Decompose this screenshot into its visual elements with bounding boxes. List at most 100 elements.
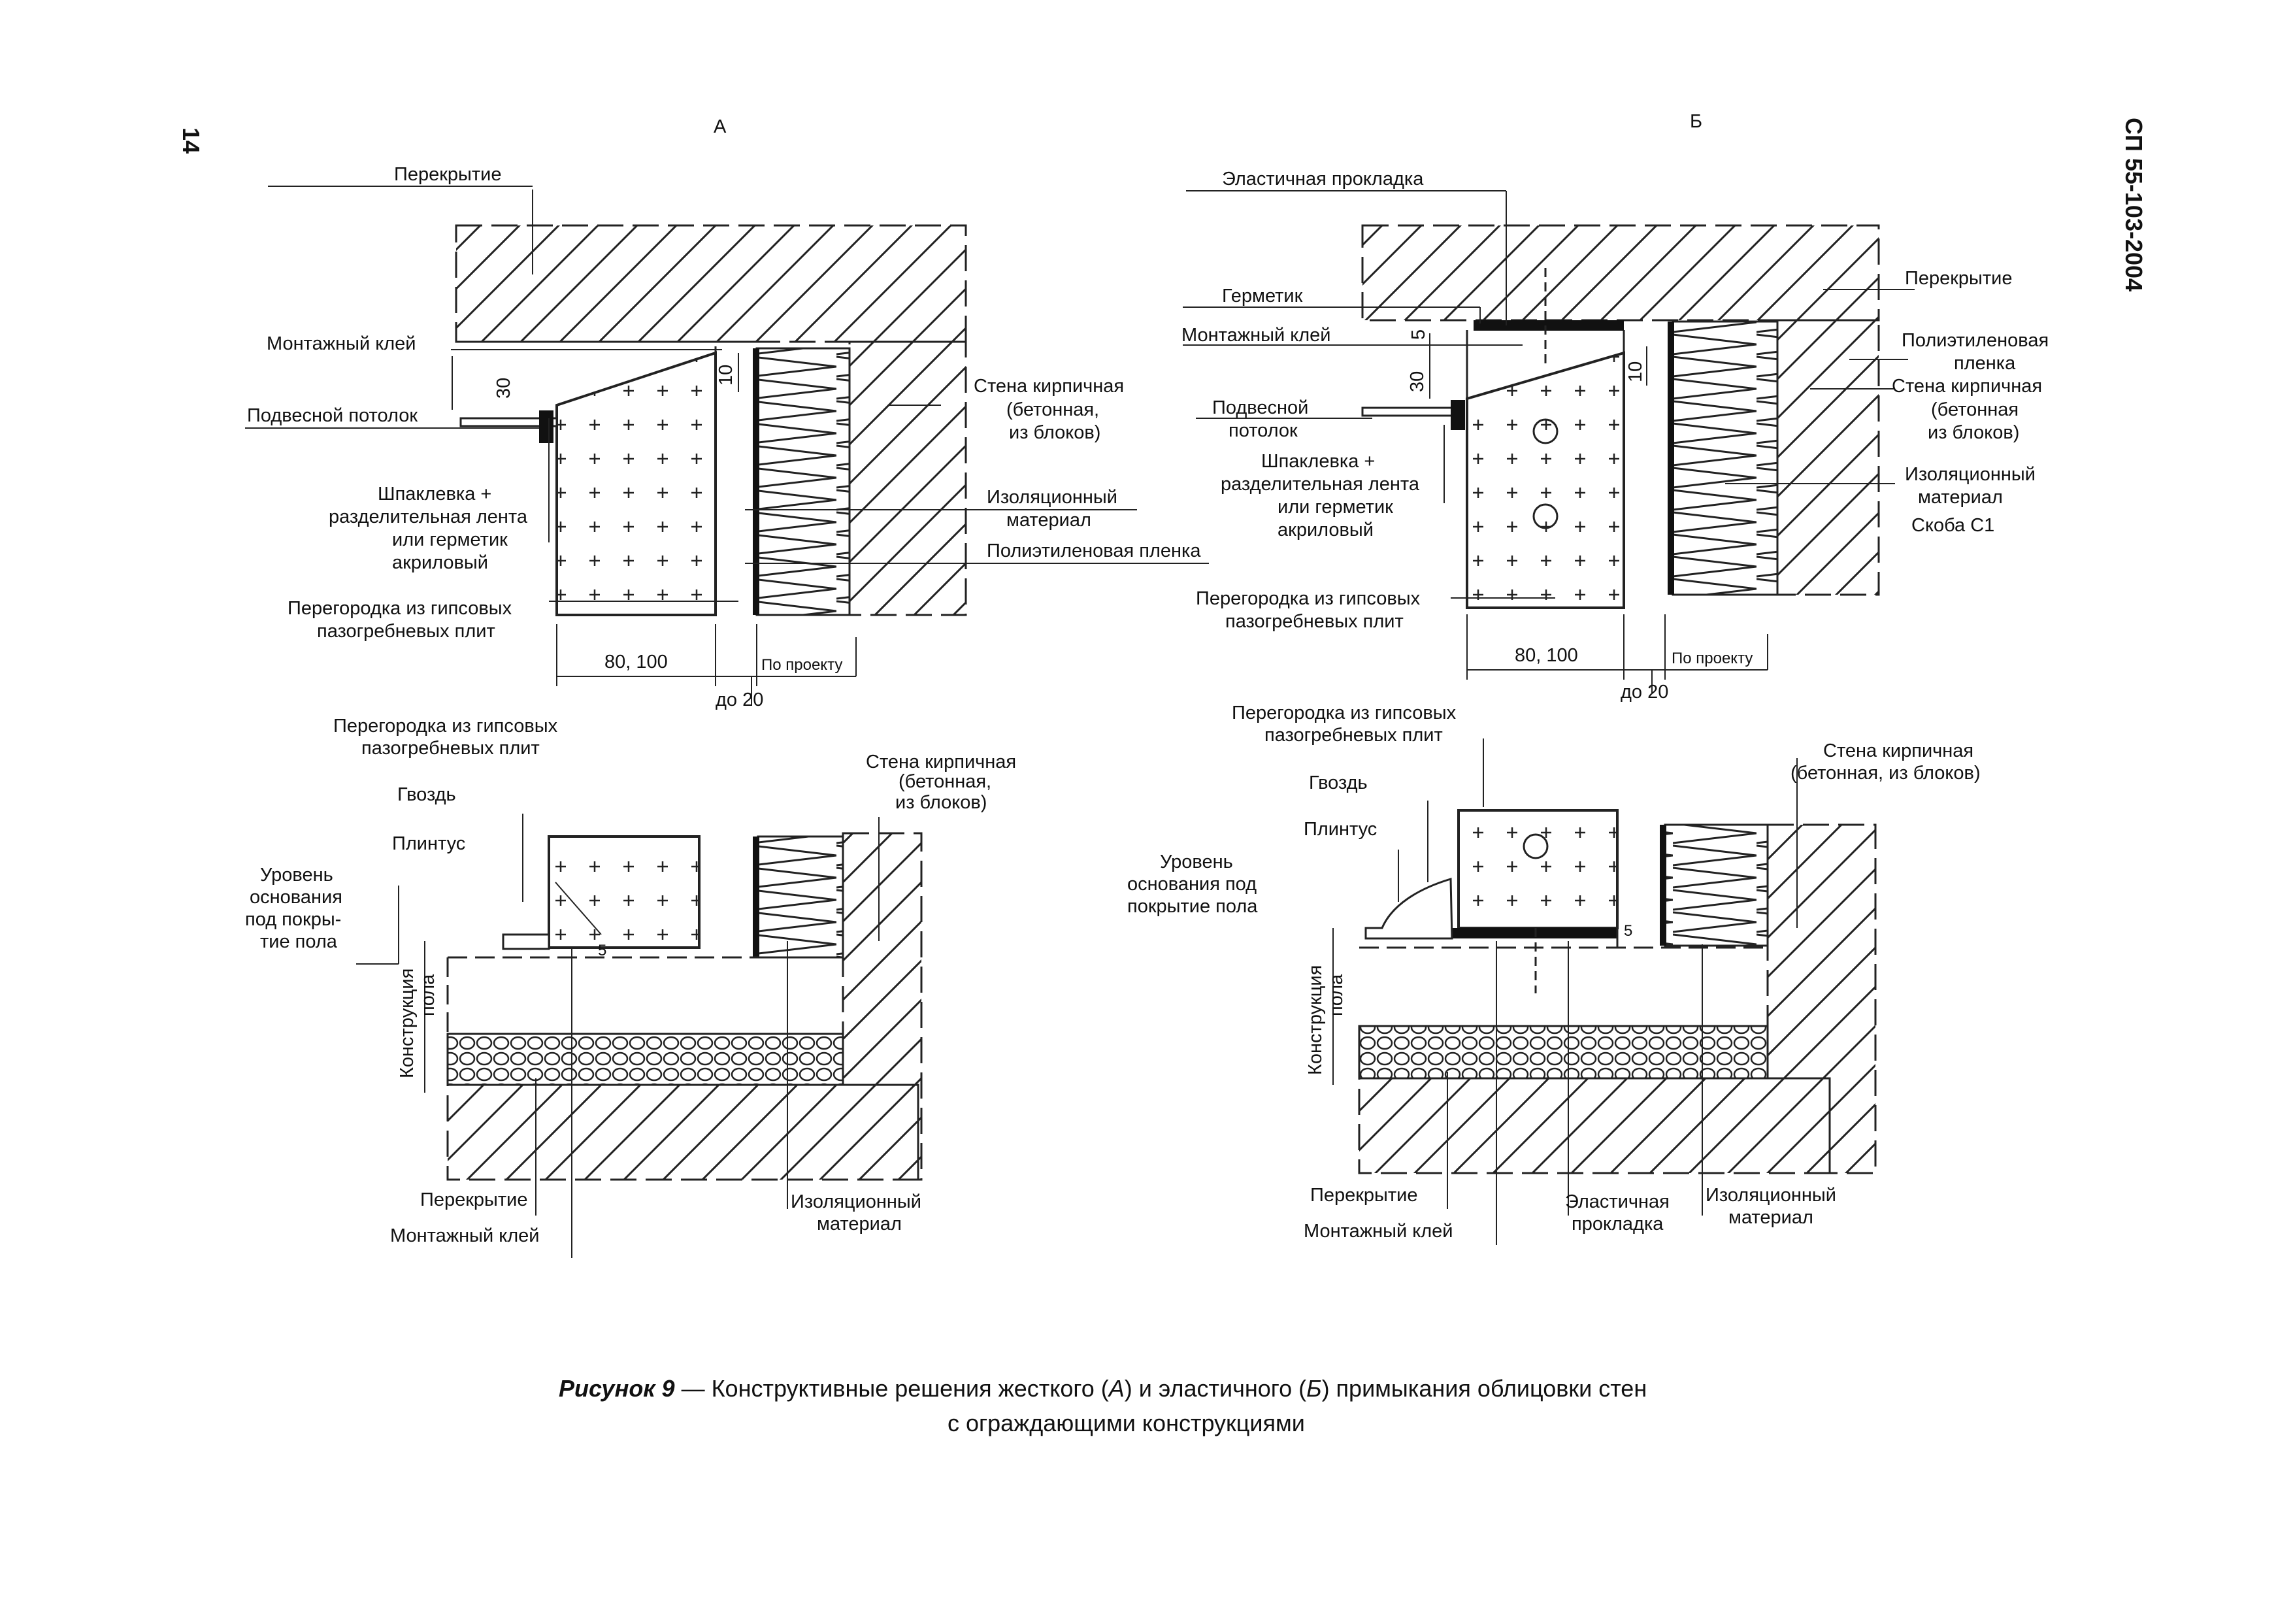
a-bot-wall-2: (бетонная, xyxy=(899,771,991,792)
panel-b-bottom-drawing xyxy=(1332,738,1877,1245)
b-top-dim-10: 10 xyxy=(1625,361,1646,382)
a-top-wall-1: Стена кирпичная xyxy=(974,376,1124,397)
b-top-dim-30: 30 xyxy=(1407,371,1428,392)
panel-b-top-drawing xyxy=(1183,190,1915,693)
a-bot-level-4: тие пола xyxy=(260,931,338,952)
a-top-partition-2: пазогребневых плит xyxy=(317,621,495,642)
b-top-wall-3: из блоков) xyxy=(1928,422,2019,443)
b-top-ceiling-1: Подвесной xyxy=(1212,397,1308,418)
b-bot-level-1: Уровень xyxy=(1160,852,1233,872)
a-bot-dim-5: 5 xyxy=(598,942,606,959)
document-code: СП 55-103-2004 xyxy=(2120,118,2147,291)
slab-section xyxy=(1361,224,1880,322)
b-bot-dim-5: 5 xyxy=(1624,922,1632,940)
plinth xyxy=(502,933,550,950)
page-number: 14 xyxy=(178,127,205,154)
a-bot-plinth-label: Плинтус xyxy=(392,833,465,854)
b-bot-plinth-label: Плинтус xyxy=(1304,819,1377,840)
a-bot-insulation-1: Изоляционный xyxy=(791,1191,921,1212)
b-top-putty-4: акриловый xyxy=(1278,520,1374,540)
b-bot-insulation-1: Изоляционный xyxy=(1706,1185,1836,1206)
a-top-dim-30: 30 xyxy=(493,378,514,399)
brick-wall-section xyxy=(1776,319,1880,596)
b-bot-floor-1: Конструкция xyxy=(1305,965,1326,1075)
a-bot-level-3: под покры- xyxy=(245,909,341,930)
a-bot-level-2: основания xyxy=(250,887,342,908)
b-top-putty-2: разделительная лента xyxy=(1221,474,1420,495)
b-top-elastic-label: Эластичная прокладка xyxy=(1222,169,1424,190)
b-top-dim-5: 5 xyxy=(1408,329,1429,340)
a-top-insulation-1: Изоляционный xyxy=(987,487,1117,508)
suspended-ceiling xyxy=(459,417,558,427)
b-bot-level-3: покрытие пола xyxy=(1127,896,1258,917)
a-top-wall-2: (бетонная, xyxy=(1006,399,1099,420)
caption-part-b: ) и эластичного ( xyxy=(1125,1375,1306,1402)
b-bot-level-2: основания под xyxy=(1127,874,1257,895)
b-top-adhesive-label: Монтажный клей xyxy=(1181,325,1331,346)
a-bot-slab-label: Перекрытие xyxy=(420,1189,528,1210)
a-top-wall-3: из блоков) xyxy=(1009,422,1100,443)
b-bot-adhesive-label: Монтажный клей xyxy=(1304,1221,1453,1242)
figure-caption-line2: с ограждающими конструкциями xyxy=(948,1410,1305,1436)
a-top-slab-label: Перекрытие xyxy=(394,164,502,185)
a-top-ceiling-label: Подвесной потолок xyxy=(247,405,418,426)
b-top-film-2: пленка xyxy=(1954,353,2016,374)
caption-prefix: Рисунок 9 xyxy=(559,1375,675,1402)
panel-b-letter: Б xyxy=(1690,111,1702,132)
a-top-film-label: Полиэтиленовая пленка xyxy=(987,540,1201,561)
a-top-dim-project: По проекту xyxy=(761,656,842,674)
panel-a-bottom-drawing xyxy=(356,814,923,1258)
a-bot-floor-1: Конструкция xyxy=(397,969,418,1078)
gypsum-partition xyxy=(1466,351,1625,609)
suspended-ceiling xyxy=(1361,406,1462,417)
caption-letter-b: Б xyxy=(1306,1375,1321,1402)
b-bot-elastic-2: прокладка xyxy=(1572,1214,1664,1235)
a-bot-wall-3: из блоков) xyxy=(895,792,987,813)
a-top-dim-10: 10 xyxy=(716,365,736,386)
gypsum-partition xyxy=(1457,809,1619,929)
b-top-partition-1: Перегородка из гипсовых xyxy=(1196,588,1421,609)
a-top-dim-80-100: 80, 100 xyxy=(604,652,668,672)
caption-part-a: — Конструктивные решения жесткого ( xyxy=(675,1375,1109,1402)
gypsum-partition xyxy=(548,835,701,949)
plinth xyxy=(1364,877,1453,940)
b-top-insulation-1: Изоляционный xyxy=(1905,464,2036,485)
b-top-sealant-label: Герметик xyxy=(1222,286,1303,307)
b-top-dim-80-100: 80, 100 xyxy=(1515,645,1578,666)
b-bot-wall-1: Стена кирпичная xyxy=(1823,740,1973,761)
a-bot-partition-1: Перегородка из гипсовых xyxy=(333,716,558,737)
floor-slab-section xyxy=(446,1084,919,1181)
b-bot-nail-label: Гвоздь xyxy=(1309,772,1368,793)
a-bot-floor-2: пола xyxy=(418,974,438,1016)
a-top-dim-to20: до 20 xyxy=(716,689,763,710)
b-bot-insulation-2: материал xyxy=(1728,1207,1813,1228)
b-bot-wall-2: (бетонная, из блоков) xyxy=(1790,763,1981,784)
b-top-dim-project: По проекту xyxy=(1672,650,1753,667)
b-top-insulation-2: материал xyxy=(1918,487,2003,508)
b-bot-partition-2: пазогребневых плит xyxy=(1264,725,1443,746)
b-bot-floor-2: пола xyxy=(1326,974,1347,1016)
a-bot-nail-label: Гвоздь xyxy=(397,784,456,805)
figure-caption-line1: Рисунок 9 — Конструктивные решения жестк… xyxy=(559,1375,1647,1402)
b-top-film-1: Полиэтиленовая xyxy=(1902,330,2049,351)
b-bot-elastic-1: Эластичная xyxy=(1565,1191,1670,1212)
a-top-insulation-2: материал xyxy=(1006,510,1091,531)
insulation-layer xyxy=(757,835,844,959)
elastic-gasket xyxy=(1474,320,1624,331)
b-top-slab-label: Перекрытие xyxy=(1905,268,2013,289)
brick-wall-section xyxy=(848,340,967,616)
a-bot-wall-1: Стена кирпичная xyxy=(866,752,1016,772)
b-bot-partition-1: Перегородка из гипсовых xyxy=(1232,703,1457,723)
a-bot-insulation-2: материал xyxy=(817,1214,902,1235)
panel-a-letter: А xyxy=(714,116,727,137)
gravel-layer xyxy=(1358,1025,1769,1080)
b-top-dim-to20: до 20 xyxy=(1621,682,1668,703)
a-bot-partition-2: пазогребневых плит xyxy=(361,738,540,759)
panel-a-top-drawing xyxy=(245,186,1209,706)
a-top-partition-1: Перегородка из гипсовых xyxy=(288,598,512,619)
insulation-layer xyxy=(1664,823,1769,947)
slab-section xyxy=(455,224,967,343)
b-bot-slab-label: Перекрытие xyxy=(1310,1185,1418,1206)
a-top-putty-3: или герметик xyxy=(392,529,508,550)
b-top-putty-3: или герметик xyxy=(1278,497,1393,518)
